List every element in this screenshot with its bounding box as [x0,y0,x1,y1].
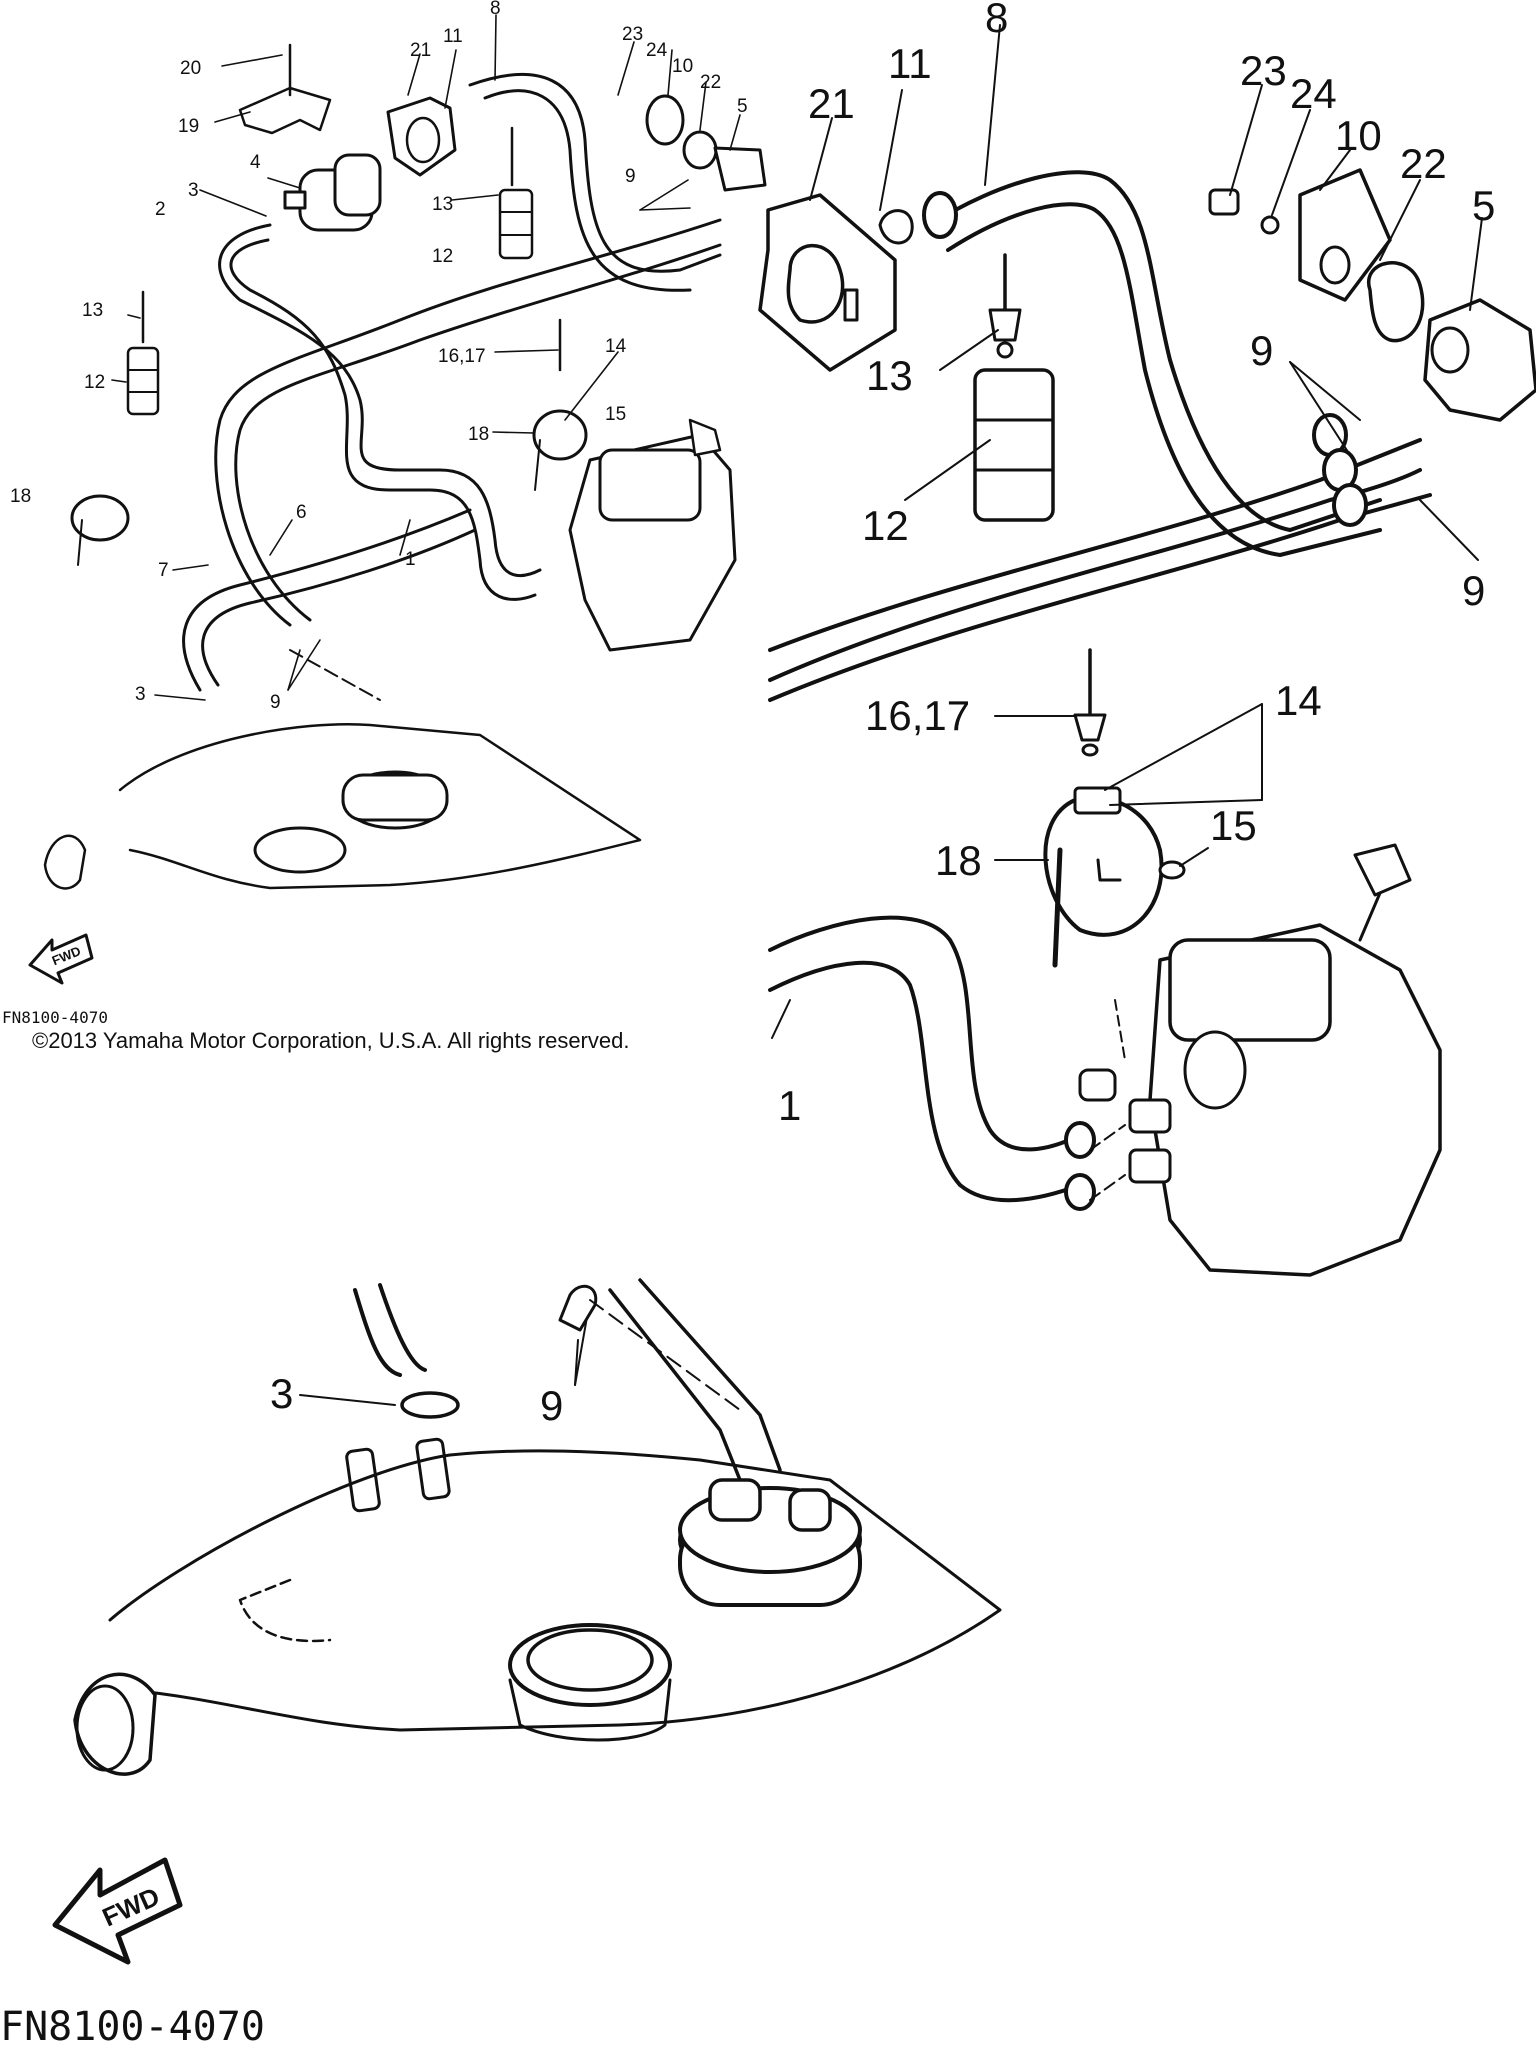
callout-13-detail: 13 [866,352,913,399]
callout-18b: 18 [10,486,31,507]
fwd-arrow-icon-small: FWD [28,933,94,985]
callout-12b: 12 [84,372,105,393]
callout-9-detail-b: 9 [1462,567,1485,614]
callout-13a: 13 [432,194,453,215]
callout-16-17: 16,17 [438,346,486,367]
callout-22: 22 [700,72,721,93]
callout-18-detail: 18 [935,837,982,884]
callout-12-detail: 12 [862,502,909,549]
callout-8-detail: 8 [985,0,1008,41]
callout-18a: 18 [468,424,489,445]
callout-9-detail-c: 9 [540,1382,563,1429]
callout-14-detail: 14 [1275,677,1322,724]
copyright-notice: ©2013 Yamaha Motor Corporation, U.S.A. A… [32,1028,630,1053]
callout-4: 4 [250,152,261,173]
callout-8: 8 [490,0,501,19]
figure-code-small: FN8100-4070 [2,1008,108,1027]
callout-2: 2 [155,199,166,220]
callout-3b: 3 [135,684,146,705]
callout-3: 3 [188,180,199,201]
detail-callouts: 21 11 8 23 24 10 22 5 13 12 9 9 16,17 14… [270,0,1495,1429]
callout-24-detail: 24 [1290,70,1337,117]
callout-24: 24 [646,40,668,61]
callout-5: 5 [737,96,748,117]
callout-12a: 12 [432,246,453,267]
overview-callouts: 20 21 11 8 23 24 10 22 5 19 4 3 13 2 9 1… [10,0,748,713]
callout-14: 14 [605,336,627,357]
callout-9b: 9 [270,692,281,713]
callout-15: 15 [605,404,626,425]
callout-9a: 9 [625,166,636,187]
callout-21: 21 [410,40,431,61]
callout-23-detail: 23 [1240,47,1287,94]
callout-11: 11 [443,26,463,47]
callout-5-detail: 5 [1472,182,1495,229]
detail-leader-lines [299,24,1483,1406]
tank-detail-drawing [73,1278,1002,1776]
callout-19: 19 [178,116,199,137]
callout-11-detail: 11 [888,40,932,87]
callout-1-detail: 1 [778,1082,801,1129]
detail-drawing [758,168,1536,1277]
figure-code: FN8100-4070 [0,2004,265,2048]
overview-drawing [43,43,767,890]
callout-15-detail: 15 [1210,802,1257,849]
callout-13b: 13 [82,300,103,321]
callout-22-detail: 22 [1400,140,1447,187]
fwd-arrow-icon: FWD [52,1857,183,1965]
callout-3-detail: 3 [270,1370,293,1417]
callout-16-17-detail: 16,17 [865,692,970,739]
callout-6: 6 [296,502,307,523]
callout-1: 1 [405,549,416,570]
callout-9-detail-a: 9 [1250,327,1273,374]
callout-20: 20 [180,58,201,79]
callout-10-detail: 10 [1335,112,1382,159]
callout-7: 7 [158,560,169,581]
overview-leader-lines [111,14,741,701]
callout-23: 23 [622,24,643,45]
callout-21-detail: 21 [808,80,855,127]
callout-10: 10 [672,56,693,77]
